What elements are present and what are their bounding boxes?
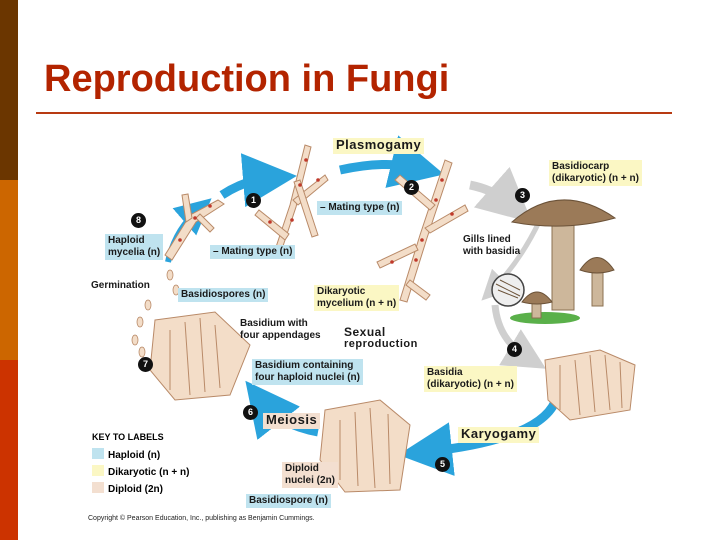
basidia-line1: Basidia	[427, 367, 463, 378]
dikaryotic-mycelium-line2: mycelium (n + n)	[317, 298, 397, 309]
step-4: 4	[507, 342, 522, 357]
step-2: 2	[404, 180, 419, 195]
basidiocarp-line2: (dikaryotic) (n + n)	[552, 173, 639, 184]
arrow-plasmogamy-to-dikaryotic	[339, 135, 445, 188]
key-swatch-dikaryotic	[92, 465, 104, 476]
key-swatch-diploid	[92, 482, 104, 493]
basidia-label: Basidia (dikaryotic) (n + n)	[424, 366, 517, 392]
gills-label: Gills lined with basidia	[463, 234, 520, 258]
haploid-hyphae-left	[164, 193, 225, 261]
basidium-appendages-line2: four appendages	[240, 330, 321, 341]
sexual-text: Sexual	[344, 325, 386, 339]
key-label-diploid: Diploid (2n)	[108, 484, 163, 495]
key-row-haploid: Haploid (n)	[92, 448, 160, 461]
arrow-gills-to-basidia	[491, 304, 547, 369]
basidiospore-label: Basidiospore (n)	[246, 494, 331, 508]
spores	[131, 269, 180, 358]
karyogamy-label: Karyogamy	[458, 426, 540, 443]
basidium-nuclei-line2: four haploid nuclei (n)	[255, 372, 360, 383]
haploid-mycelia-label: Haploid mycelia (n)	[105, 234, 164, 260]
basidium-nuclei-label: Basidium containing four haploid nuclei …	[252, 359, 363, 385]
key-row-diploid: Diploid (2n)	[92, 482, 163, 495]
diploid-nuclei-line1: Diploid	[285, 463, 319, 474]
dikaryotic-mycelium-line1: Dikaryotic	[317, 286, 366, 297]
basidium-appendages-label: Basidium with four appendages	[240, 318, 321, 342]
basidium-nuclei-line1: Basidium containing	[255, 360, 354, 371]
slide-title: Reproduction in Fungi	[44, 58, 450, 100]
plasmogamy-text: Plasmogamy	[336, 137, 422, 152]
basidia-cluster-bottom	[319, 399, 411, 493]
dikaryotic-hyphae	[376, 159, 469, 303]
step-1: 1	[246, 193, 261, 208]
key-title: KEY TO LABELS	[92, 432, 164, 442]
karyogamy-text: Karyogamy	[461, 426, 537, 441]
plasmogamy-label: Plasmogamy	[333, 137, 425, 154]
side-stripe-red	[0, 360, 18, 540]
basidia-line2: (dikaryotic) (n + n)	[427, 379, 514, 390]
copyright-notice: Copyright © Pearson Education, Inc., pub…	[88, 515, 315, 522]
mating-type-top-label: – Mating type (n)	[317, 201, 403, 215]
diploid-nuclei-line2: nuclei (2n)	[285, 475, 336, 486]
arrow-to-plasmogamy	[219, 153, 297, 208]
reproduction-text: reproduction	[344, 338, 418, 350]
diploid-nuclei-label: Diploid nuclei (2n)	[282, 462, 339, 488]
step-7: 7	[138, 357, 153, 372]
dikaryotic-mycelium-label: Dikaryotic mycelium (n + n)	[314, 285, 400, 311]
basidiospores-label: Basidiospores (n)	[178, 288, 269, 302]
key-label-dikaryotic: Dikaryotic (n + n)	[108, 467, 190, 478]
key-label-haploid: Haploid (n)	[108, 450, 161, 461]
haploid-hyphae-center	[254, 144, 329, 253]
key-swatch-haploid	[92, 448, 104, 459]
step-5: 5	[435, 457, 450, 472]
basidia-cluster-right	[544, 349, 636, 421]
side-stripe-dark	[0, 0, 18, 180]
step-6: 6	[243, 405, 258, 420]
gills-line2: with basidia	[463, 246, 521, 257]
haploid-mycelia-line1: Haploid	[108, 235, 145, 246]
gills-line1: Gills lined	[463, 234, 511, 245]
haploid-mycelia-line2: mycelia (n)	[108, 247, 161, 258]
basidiocarp-mushroom	[491, 199, 617, 324]
step-3: 3	[515, 188, 530, 203]
germination-label: Germination	[91, 280, 150, 291]
key-row-dikaryotic: Dikaryotic (n + n)	[92, 465, 189, 478]
sexual-reproduction-label: Sexual reproduction	[344, 326, 418, 350]
basidia-cluster-left	[149, 311, 251, 401]
title-underline	[36, 112, 672, 114]
basidiocarp-label: Basidiocarp (dikaryotic) (n + n)	[549, 160, 642, 186]
side-stripe-orange	[0, 180, 18, 360]
nuclei	[178, 158, 454, 264]
mating-type-left-label: – Mating type (n)	[210, 245, 296, 259]
meiosis-label: Meiosis	[263, 412, 321, 429]
meiosis-text: Meiosis	[266, 412, 318, 427]
arrow-to-basidiocarp	[469, 166, 533, 223]
step-8: 8	[131, 213, 146, 228]
basidiocarp-line1: Basidiocarp	[552, 161, 610, 172]
basidium-appendages-line1: Basidium with	[240, 318, 308, 329]
